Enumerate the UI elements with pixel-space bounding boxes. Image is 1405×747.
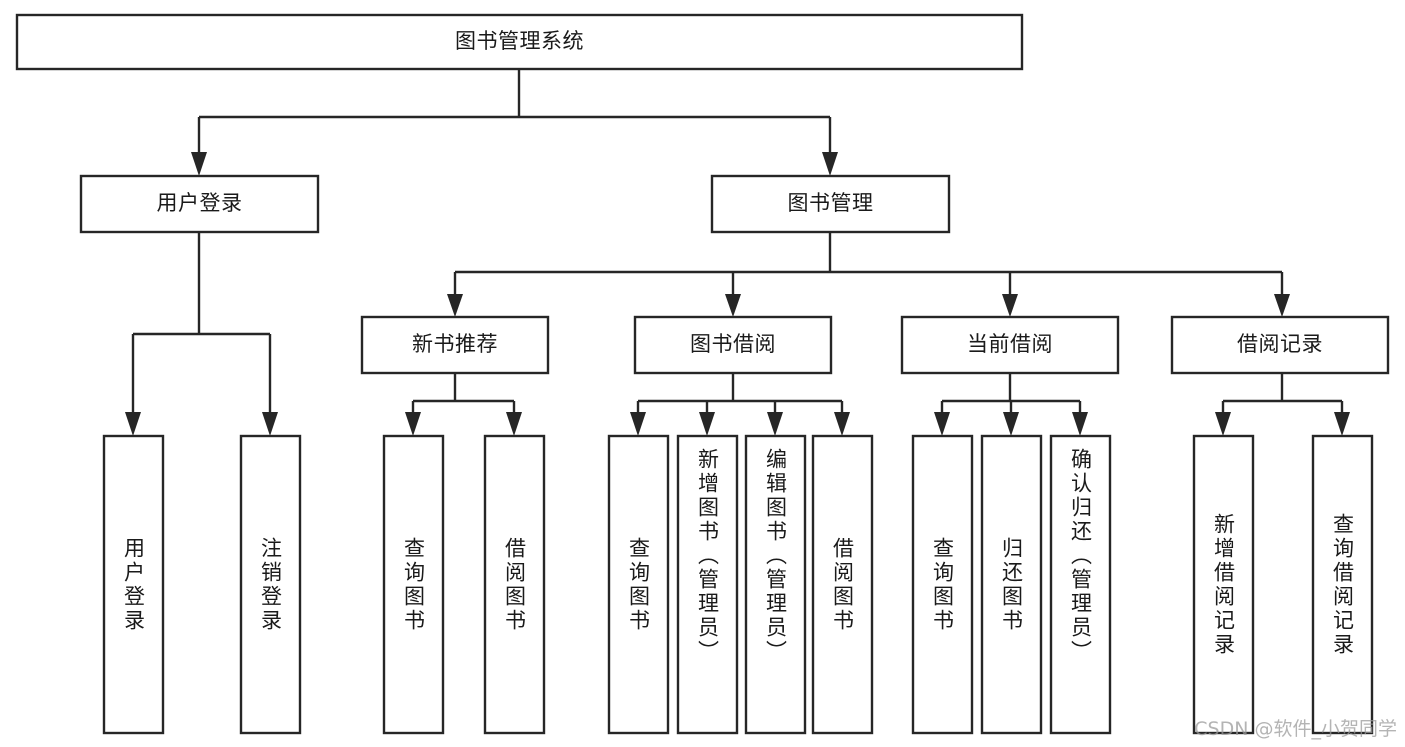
node-box-leaf-edit-book-admin[interactable] bbox=[744, 434, 807, 735]
arrow-to-borrow-record bbox=[1274, 294, 1290, 317]
node-box-new-book-recommend[interactable] bbox=[360, 315, 550, 375]
node-box-root[interactable] bbox=[15, 13, 1024, 71]
arrow-to-leaf-edit-book-admin bbox=[767, 412, 783, 436]
node-box-borrow-record[interactable] bbox=[1170, 315, 1390, 375]
edges-layer bbox=[125, 69, 1350, 436]
arrow-to-leaf-borrow-book-1 bbox=[506, 412, 522, 436]
node-box-leaf-confirm-return-admin[interactable] bbox=[1049, 434, 1112, 735]
node-box-current-borrow[interactable] bbox=[900, 315, 1120, 375]
node-box-leaf-query-book-3[interactable] bbox=[911, 434, 974, 735]
node-box-book-manage[interactable] bbox=[710, 174, 951, 234]
node-box-leaf-query-borrow-record[interactable] bbox=[1311, 434, 1374, 735]
node-box-leaf-query-book-2[interactable] bbox=[607, 434, 670, 735]
nodes-layer bbox=[15, 13, 1390, 735]
arrow-to-leaf-query-book-2 bbox=[630, 412, 646, 436]
node-box-leaf-borrow-book-1[interactable] bbox=[483, 434, 546, 735]
arrow-to-leaf-borrow-book-2 bbox=[834, 412, 850, 436]
node-box-book-borrow[interactable] bbox=[633, 315, 833, 375]
arrow-to-leaf-query-borrow-record bbox=[1334, 412, 1350, 436]
node-box-leaf-borrow-book-2[interactable] bbox=[811, 434, 874, 735]
arrow-to-leaf-confirm-return-admin bbox=[1072, 412, 1088, 436]
watermark-text: CSDN @软件_小贺同学 bbox=[1194, 718, 1397, 740]
arrow-to-leaf-logout-login bbox=[262, 412, 278, 436]
arrow-to-leaf-return-book bbox=[1003, 412, 1019, 436]
arrow-to-current-borrow bbox=[1002, 294, 1018, 317]
node-box-user-login[interactable] bbox=[79, 174, 320, 234]
arrow-to-leaf-query-book-1 bbox=[405, 412, 421, 436]
arrow-to-leaf-add-borrow-record bbox=[1215, 412, 1231, 436]
node-box-leaf-query-book-1[interactable] bbox=[382, 434, 445, 735]
arrow-to-book-borrow bbox=[725, 294, 741, 317]
node-box-leaf-add-book-admin[interactable] bbox=[676, 434, 739, 735]
node-box-leaf-user-login[interactable] bbox=[102, 434, 165, 735]
arrow-to-leaf-query-book-3 bbox=[934, 412, 950, 436]
arrow-to-user-login bbox=[191, 152, 207, 176]
arrow-to-leaf-add-book-admin bbox=[699, 412, 715, 436]
node-box-leaf-return-book[interactable] bbox=[980, 434, 1043, 735]
node-box-leaf-logout-login[interactable] bbox=[239, 434, 302, 735]
arrow-to-leaf-user-login bbox=[125, 412, 141, 436]
arrow-to-book-manage bbox=[822, 152, 838, 176]
arrow-to-new-book-recommend bbox=[447, 294, 463, 317]
node-box-leaf-add-borrow-record[interactable] bbox=[1192, 434, 1255, 735]
